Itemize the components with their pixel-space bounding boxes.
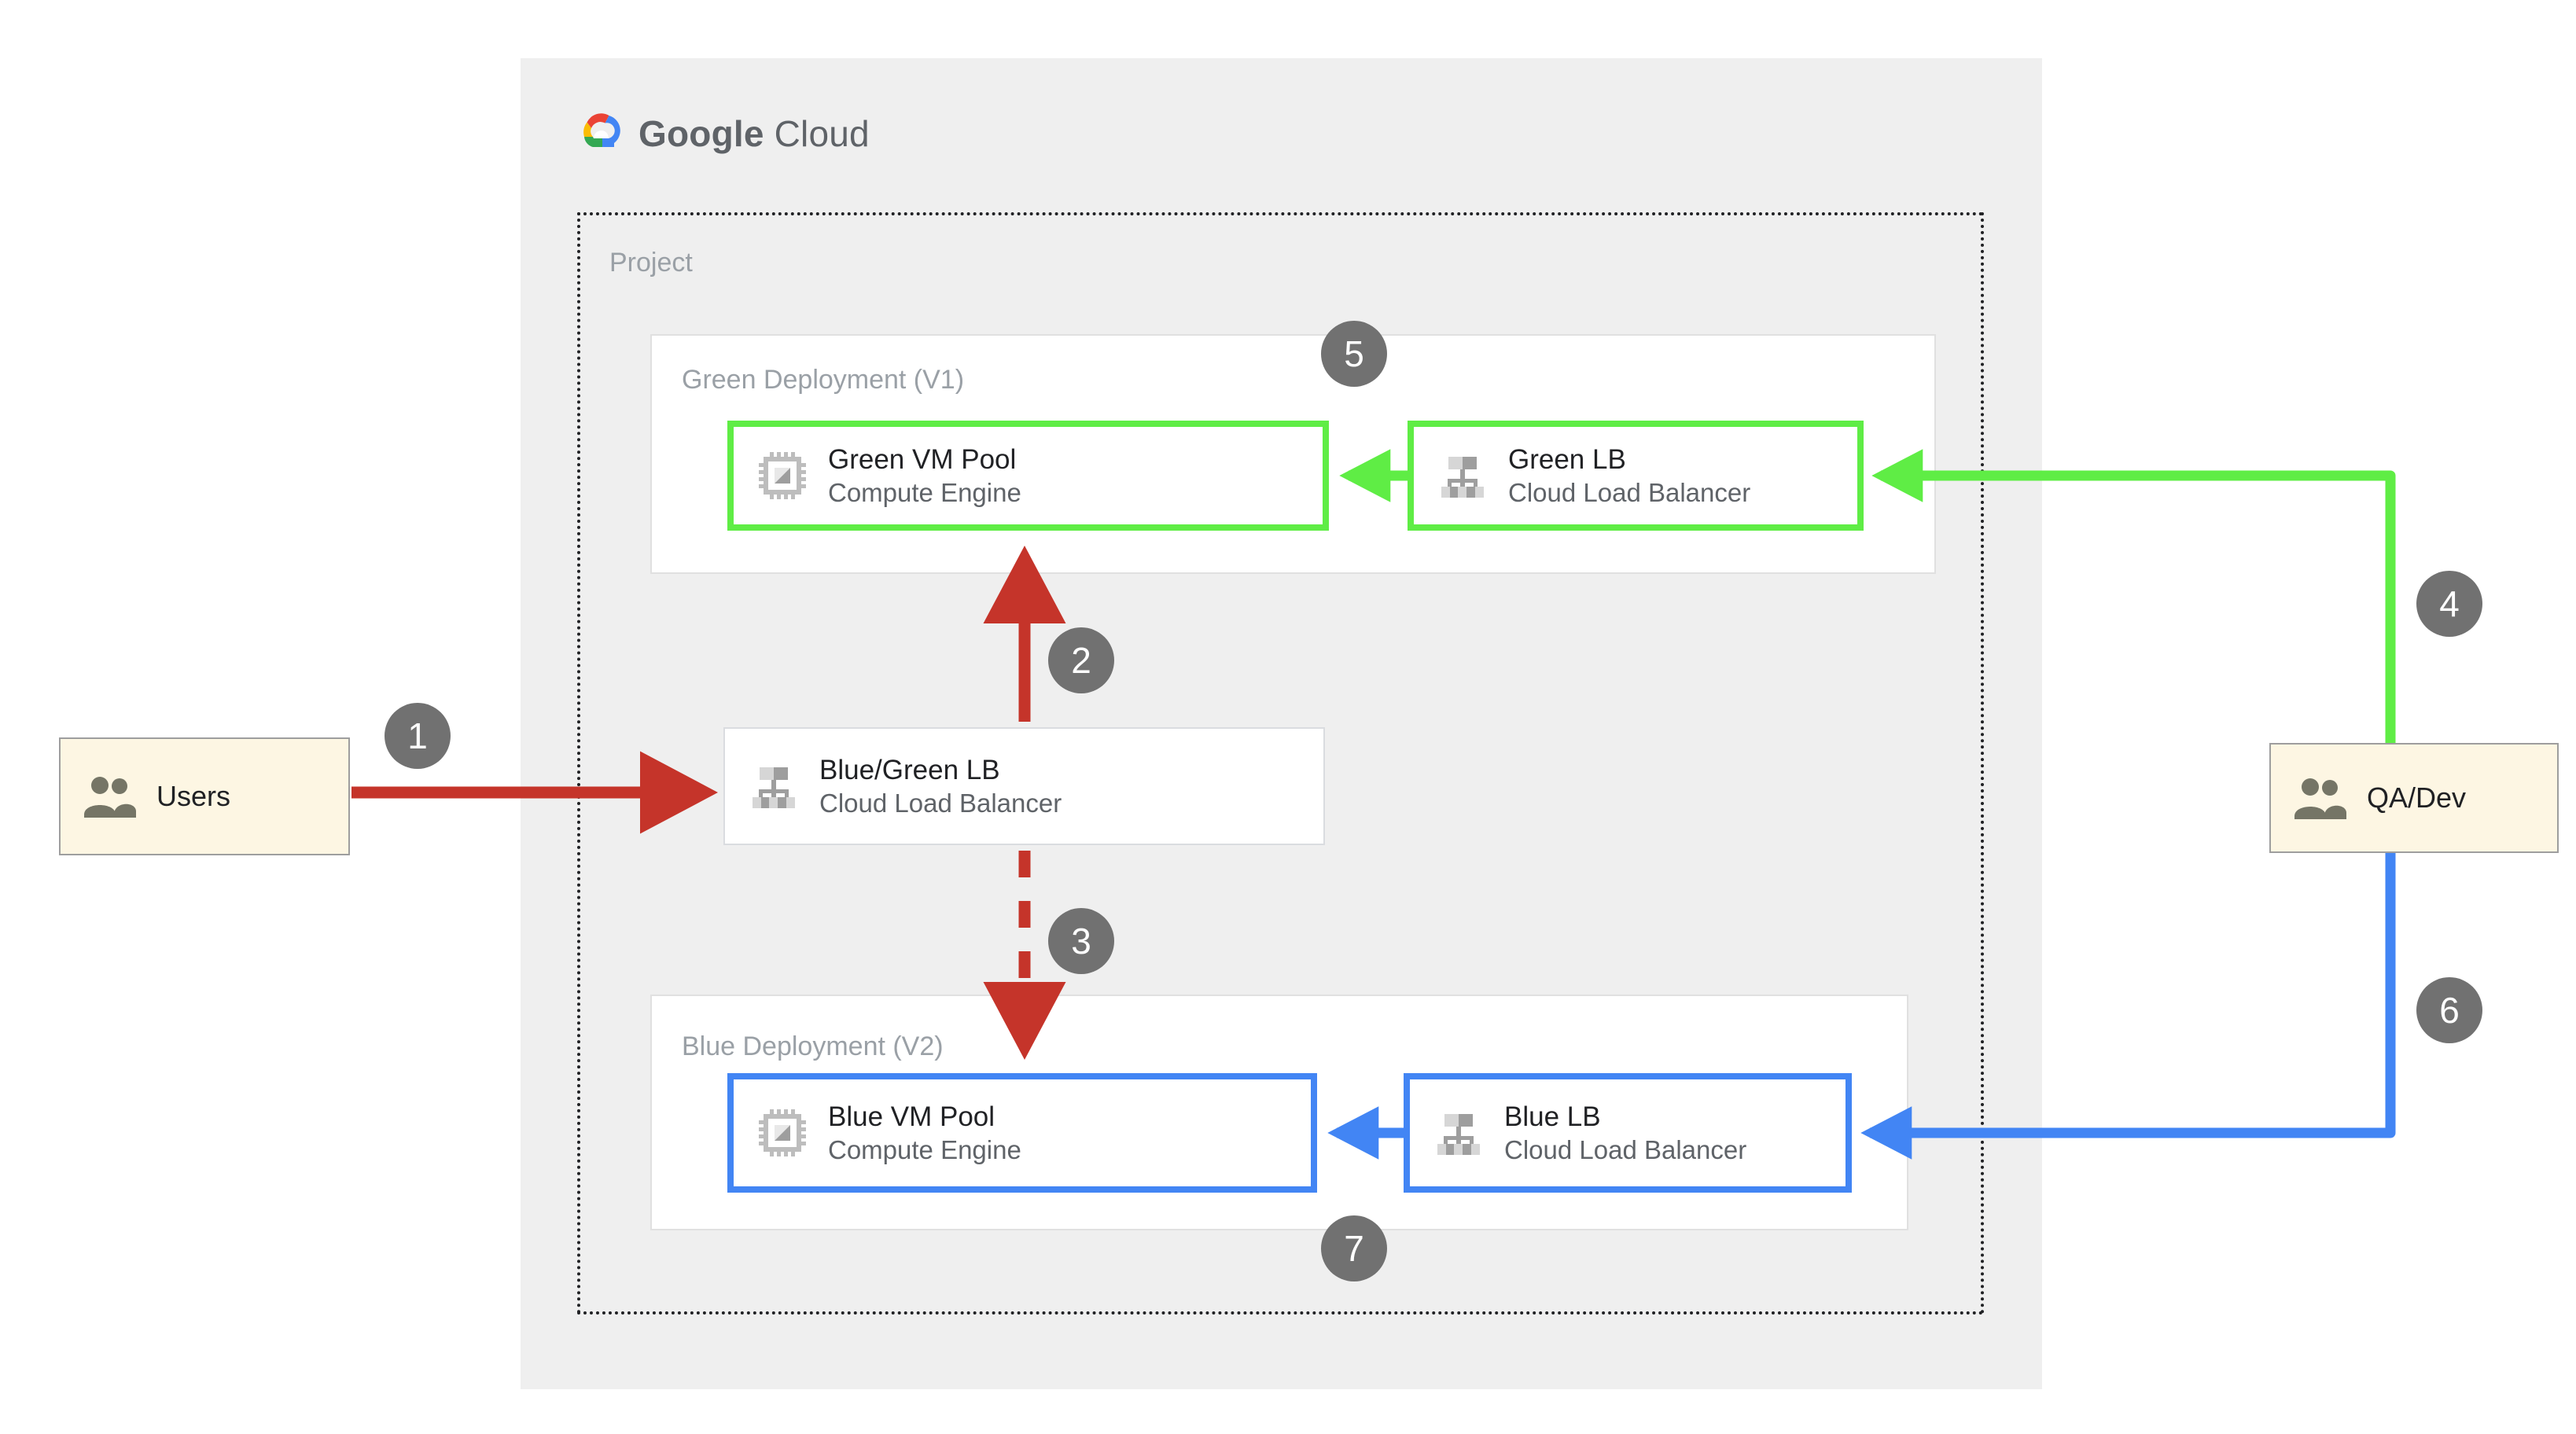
node-text: Blue LB Cloud Load Balancer xyxy=(1504,1100,1746,1167)
node-text: Green LB Cloud Load Balancer xyxy=(1508,443,1750,509)
project-boundary xyxy=(577,212,1984,1314)
step-badge-4: 4 xyxy=(2416,571,2482,637)
node-subtitle: Cloud Load Balancer xyxy=(1508,478,1751,508)
node-blue-lb[interactable]: Blue LB Cloud Load Balancer xyxy=(1404,1073,1852,1193)
node-text: Blue/Green LB Cloud Load Balancer xyxy=(819,753,1062,820)
blue-deployment-label: Blue Deployment (V2) xyxy=(682,1031,944,1061)
node-title: Blue VM Pool xyxy=(828,1101,995,1132)
google-cloud-logo-icon xyxy=(576,110,624,156)
node-subtitle: Cloud Load Balancer xyxy=(1504,1135,1747,1165)
compute-engine-icon xyxy=(757,1108,808,1158)
step-badge-5: 5 xyxy=(1321,321,1387,387)
node-text: Blue VM Pool Compute Engine xyxy=(828,1100,1021,1167)
people-icon xyxy=(83,775,138,818)
actor-label: Users xyxy=(156,780,231,812)
step-badge-1: 1 xyxy=(385,703,451,769)
brand-cloud: Cloud xyxy=(764,112,870,154)
cloud-load-balancer-icon xyxy=(1433,1108,1484,1158)
step-badge-7: 7 xyxy=(1321,1215,1387,1281)
actor-label: QA/Dev xyxy=(2367,781,2467,814)
google-cloud-header: Google Cloud xyxy=(576,110,870,156)
node-green-lb[interactable]: Green LB Cloud Load Balancer xyxy=(1408,421,1864,531)
node-blue-vm-pool[interactable]: Blue VM Pool Compute Engine xyxy=(727,1073,1317,1193)
actor-qa-dev[interactable]: QA/Dev xyxy=(2269,743,2559,853)
step-badge-3: 3 xyxy=(1048,908,1114,974)
node-subtitle: Cloud Load Balancer xyxy=(819,789,1062,818)
node-subtitle: Compute Engine xyxy=(828,478,1021,508)
node-title: Green VM Pool xyxy=(828,443,1017,475)
node-text: Green VM Pool Compute Engine xyxy=(828,443,1021,509)
green-deployment-label: Green Deployment (V1) xyxy=(682,365,965,395)
step-badge-2: 2 xyxy=(1048,627,1114,693)
node-blue-green-lb[interactable]: Blue/Green LB Cloud Load Balancer xyxy=(723,727,1325,845)
compute-engine-icon xyxy=(757,450,808,501)
step-badge-6: 6 xyxy=(2416,977,2482,1043)
actor-users[interactable]: Users xyxy=(59,737,350,855)
node-title: Blue LB xyxy=(1504,1101,1601,1132)
google-cloud-wordmark: Google Cloud xyxy=(638,112,870,155)
project-label: Project xyxy=(609,248,693,278)
brand-google: Google xyxy=(638,112,764,154)
node-green-vm-pool[interactable]: Green VM Pool Compute Engine xyxy=(727,421,1329,531)
node-subtitle: Compute Engine xyxy=(828,1135,1021,1165)
node-title: Green LB xyxy=(1508,443,1626,475)
people-icon xyxy=(2293,777,2348,819)
cloud-load-balancer-icon xyxy=(1437,450,1488,501)
node-title: Blue/Green LB xyxy=(819,754,1000,785)
cloud-load-balancer-icon xyxy=(749,761,799,811)
